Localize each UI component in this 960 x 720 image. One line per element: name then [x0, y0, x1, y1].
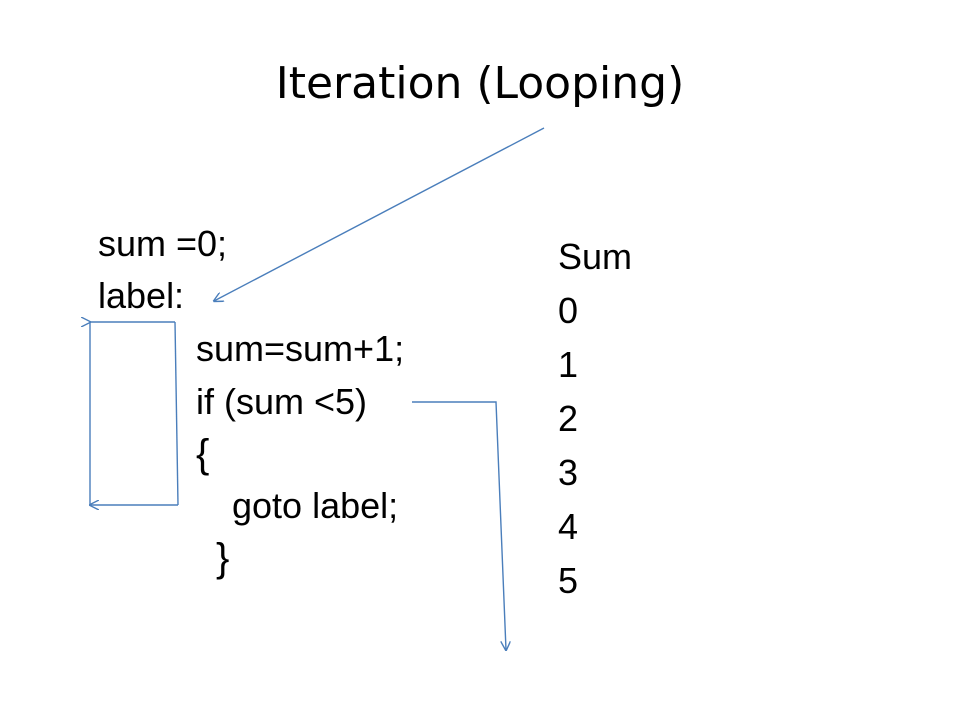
sum-trace-value: 5 [558, 560, 579, 601]
code-line-close-brace: } [216, 536, 230, 580]
sum-trace-header: Sum [558, 236, 633, 277]
sum-trace-value: 3 [558, 452, 579, 493]
sum-trace-value: 0 [558, 290, 579, 331]
code-line-init: sum =0; [98, 223, 228, 264]
title-to-label-arrow [214, 127, 545, 301]
code-line-open-brace: { [196, 432, 210, 476]
code-line-goto: goto label; [232, 485, 399, 526]
loop-right-line [174, 321, 179, 506]
sum-trace-table: Sum 0 1 2 3 4 5 [558, 230, 632, 608]
sum-trace-value: 1 [558, 344, 579, 385]
exit-arrow [412, 401, 506, 650]
sum-trace-value: 2 [558, 398, 579, 439]
slide-title: Iteration (Looping) [275, 58, 685, 109]
code-line-label: label: [98, 275, 185, 316]
sum-trace-value: 4 [558, 506, 579, 547]
code-line-condition: if (sum <5) [196, 381, 368, 422]
code-line-increment: sum=sum+1; [196, 328, 405, 369]
